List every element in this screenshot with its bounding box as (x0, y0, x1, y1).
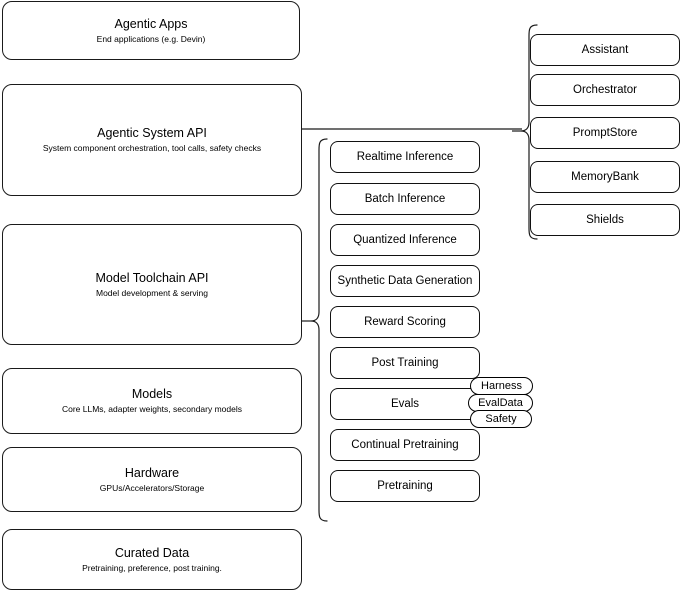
component-label: Assistant (581, 44, 629, 56)
agentic-system-component-promptstore[interactable]: PromptStore (530, 117, 680, 149)
component-label: Post Training (371, 357, 439, 369)
evals-subcomponent-safety[interactable]: Safety (470, 410, 532, 428)
layer-subtitle: Core LLMs, adapter weights, secondary mo… (61, 404, 242, 414)
stack-layer-agentic-apps[interactable]: Agentic Apps End applications (e.g. Devi… (2, 1, 300, 60)
stack-layer-models[interactable]: Models Core LLMs, adapter weights, secon… (2, 368, 302, 434)
component-label: Evals (390, 398, 420, 410)
subcomponent-label: EvalData (478, 396, 523, 409)
layer-subtitle: Model development & serving (96, 287, 208, 298)
layer-subtitle: End applications (e.g. Devin) (96, 33, 206, 44)
agentic-system-component-assistant[interactable]: Assistant (530, 34, 680, 66)
component-label: PromptStore (572, 127, 638, 139)
layer-title: Model Toolchain API (95, 270, 209, 285)
component-label: Synthetic Data Generation (337, 275, 473, 287)
component-label: Quantized Inference (353, 234, 457, 246)
toolchain-component-realtime-inference[interactable]: Realtime Inference (330, 141, 480, 173)
component-label: Pretraining (377, 480, 433, 492)
toolchain-component-evals[interactable]: Evals (330, 388, 480, 420)
component-label: Reward Scoring (364, 316, 446, 328)
component-label: Orchestrator (573, 84, 637, 96)
layer-title: Curated Data (114, 545, 190, 560)
component-label: Batch Inference (364, 193, 446, 205)
toolchain-component-reward-scoring[interactable]: Reward Scoring (330, 306, 480, 338)
brace-agentic-system (512, 22, 540, 242)
toolchain-component-quantized-inference[interactable]: Quantized Inference (330, 224, 480, 256)
agentic-system-component-orchestrator[interactable]: Orchestrator (530, 74, 680, 106)
connector-agentic-system-api-to-components (300, 120, 526, 140)
stack-layer-agentic-system-api[interactable]: Agentic System API System component orch… (2, 84, 302, 196)
toolchain-component-post-training[interactable]: Post Training (330, 347, 480, 379)
toolchain-component-pretraining[interactable]: Pretraining (330, 470, 480, 502)
toolchain-component-batch-inference[interactable]: Batch Inference (330, 183, 480, 215)
agentic-system-component-memorybank[interactable]: MemoryBank (530, 161, 680, 193)
stack-layer-curated-data[interactable]: Curated Data Pretraining, preference, po… (2, 529, 302, 590)
layer-subtitle: System component orchestration, tool cal… (42, 143, 262, 153)
stack-layer-model-toolchain-api[interactable]: Model Toolchain API Model development & … (2, 224, 302, 345)
layer-title: Models (131, 387, 173, 401)
evals-subcomponent-harness[interactable]: Harness (470, 377, 533, 395)
toolchain-component-synthetic-data-generation[interactable]: Synthetic Data Generation (330, 265, 480, 297)
layer-title: Agentic Apps (114, 16, 188, 31)
component-label: Realtime Inference (356, 151, 454, 163)
layer-title: Hardware (124, 465, 180, 480)
component-label: MemoryBank (571, 171, 639, 183)
subcomponent-label: Safety (485, 412, 517, 425)
layer-subtitle: GPUs/Accelerators/Storage (99, 482, 205, 493)
subcomponent-label: Harness (481, 379, 522, 392)
brace-model-toolchain (300, 136, 330, 524)
stack-layer-hardware[interactable]: Hardware GPUs/Accelerators/Storage (2, 447, 302, 512)
component-label: Shields (586, 214, 624, 226)
layer-title: Agentic System API (97, 126, 207, 140)
layer-subtitle: Pretraining, preference, post training. (82, 562, 222, 573)
agentic-system-component-shields[interactable]: Shields (530, 204, 680, 236)
toolchain-component-continual-pretraining[interactable]: Continual Pretraining (330, 429, 480, 461)
component-label: Continual Pretraining (351, 439, 459, 451)
